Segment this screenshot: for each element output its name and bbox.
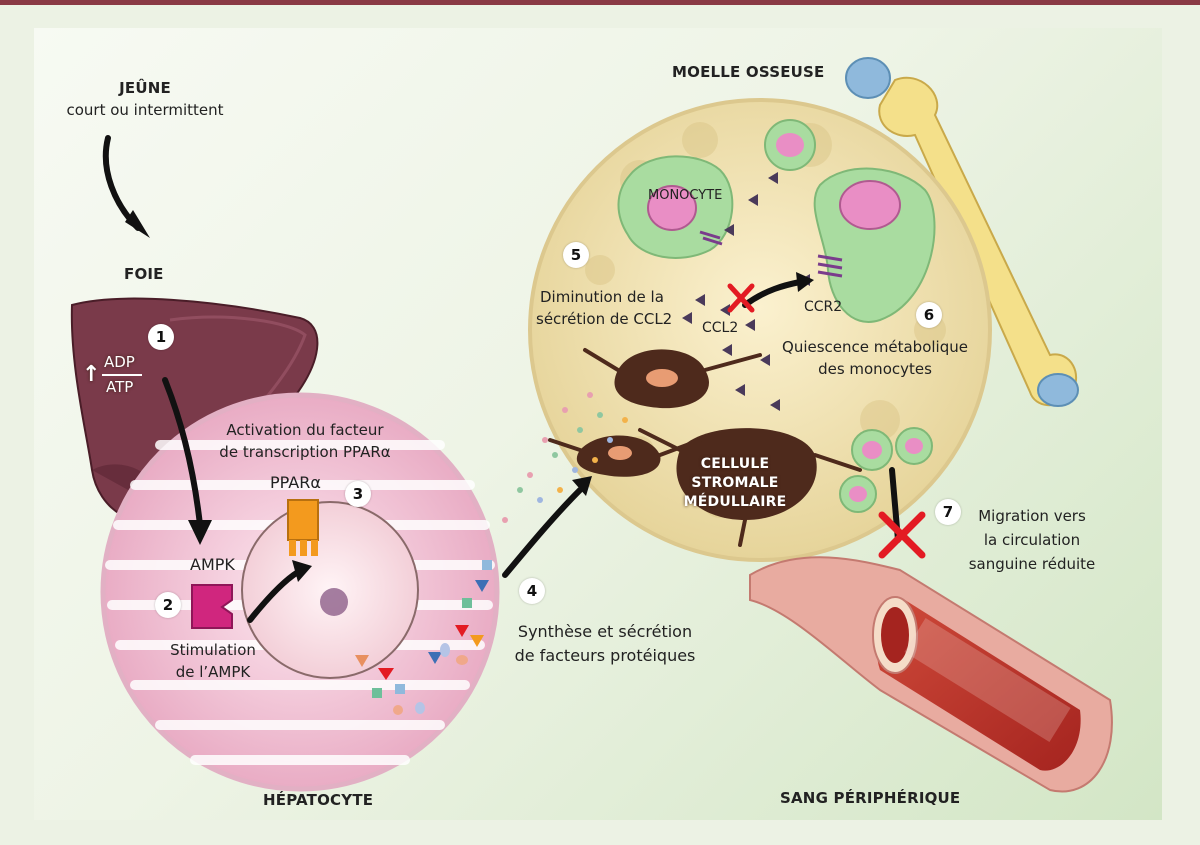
step-badge-6: 6 [916, 302, 942, 328]
liver-heading: FOIE [124, 265, 164, 283]
migration-line1: Migration vers [978, 507, 1086, 525]
synthesis-line1: Synthèse et sécrétion [517, 622, 693, 641]
secreted-protein-factors [355, 392, 628, 715]
nucleolus [320, 588, 348, 616]
ppar-receptor-shape [287, 499, 319, 556]
ccl2-label: CCL2 [702, 320, 739, 336]
stromal-line3: MÉDULLAIRE [683, 494, 787, 510]
ccl2-decrease-line1: Diminution de la [540, 288, 664, 306]
atp-label: ATP [106, 378, 134, 396]
peripheral-blood-heading: SANG PÉRIPHÉRIQUE [780, 789, 961, 807]
stimulation-line2: de l’AMPK [175, 663, 251, 681]
fasting-title: JEÛNE [119, 79, 171, 97]
stromal-line1: CELLULE [700, 456, 770, 472]
adp-label: ADP [104, 353, 135, 371]
stromal-line2: STROMALE [691, 475, 779, 491]
migration-line3: sanguine réduite [968, 555, 1096, 573]
ratio-bar [102, 374, 142, 376]
ppar-label: PPARα [270, 473, 321, 492]
quiescence-line2: des monocytes [818, 360, 932, 378]
activation-line1: Activation du facteur [226, 421, 384, 439]
bone-illustration [845, 57, 1079, 407]
top-accent-bar [0, 0, 1200, 5]
stimulation-line1: Stimulation [170, 641, 256, 659]
activation-line2: de transcription PPARα [219, 443, 391, 461]
monocyte-label: MONOCYTE [648, 188, 723, 203]
arrow-heads [125, 210, 814, 582]
step-badge-4: 4 [519, 578, 545, 604]
quiescence-line1: Quiescence métabolique [782, 338, 968, 356]
blood-vessel [749, 556, 1113, 793]
monocyte-cells [617, 119, 936, 513]
step-badge-7: 7 [935, 499, 961, 525]
migration-line2: la circulation [983, 531, 1081, 549]
block-cross-ccl2 [727, 283, 755, 313]
ampk-label: AMPK [190, 555, 235, 574]
increase-arrow: ↑ [82, 362, 101, 387]
ccr2-label: CCR2 [804, 299, 843, 315]
step-badge-1: 1 [148, 324, 174, 350]
ccl2-decrease-line2: sécrétion de CCL2 [536, 310, 673, 328]
step-badge-5: 5 [563, 242, 589, 268]
block-cross-migration [878, 511, 926, 559]
synthesis-line2: de facteurs protéiques [514, 646, 696, 665]
bone-marrow-heading: MOELLE OSSEUSE [672, 63, 825, 81]
step-badge-3: 3 [345, 481, 371, 507]
hepatocyte-heading: HÉPATOCYTE [263, 791, 374, 809]
ampk-enzyme-shape [191, 584, 233, 629]
step-badge-2: 2 [155, 592, 181, 618]
stromal-cells [548, 348, 862, 547]
fasting-subtitle: court ou intermittent [66, 101, 224, 119]
